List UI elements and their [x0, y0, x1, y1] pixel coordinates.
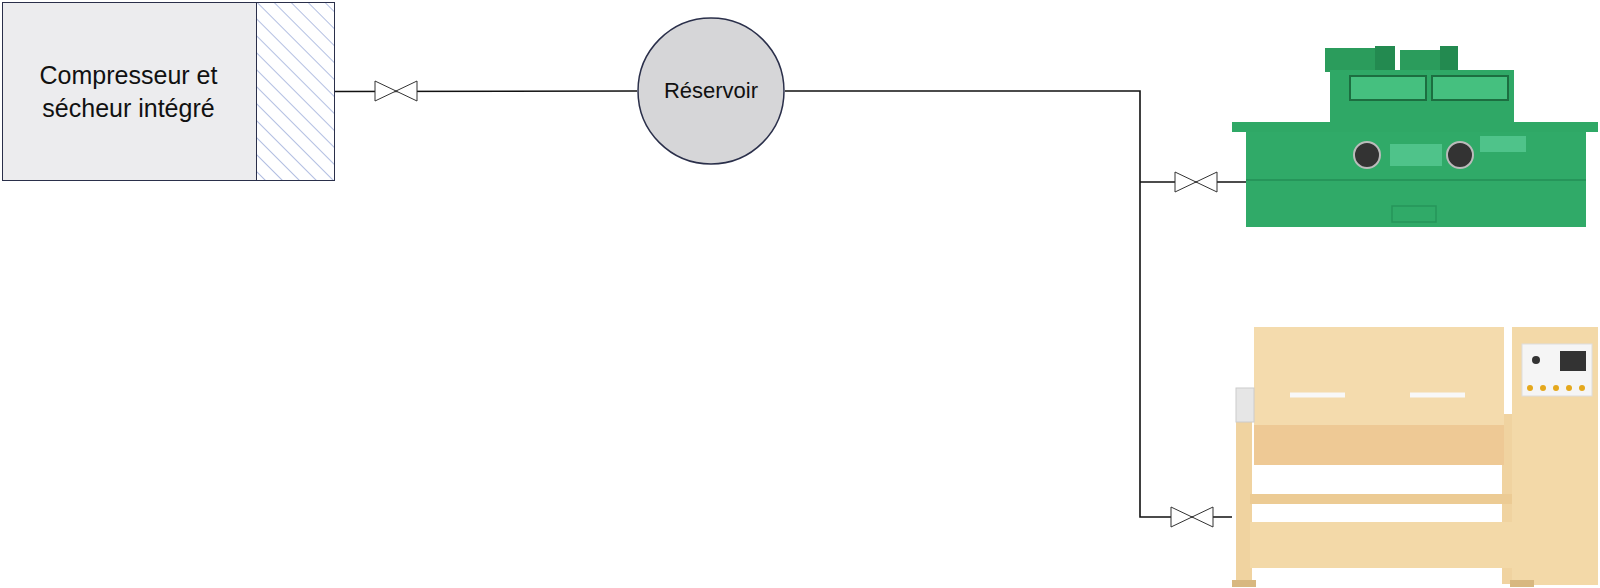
machine-tool	[1232, 46, 1598, 227]
air-pipe	[785, 91, 1246, 517]
node-label: Réservoir	[654, 77, 768, 106]
node-label: Compresseur et sécheur intégré	[3, 59, 254, 124]
process-box: Compresseur et sécheur intégré	[2, 2, 335, 181]
reservoir-circle: Réservoir	[637, 17, 785, 165]
mixer-machine	[1232, 327, 1598, 587]
hatch-panel	[256, 3, 334, 180]
valve-symbol	[375, 81, 1217, 527]
